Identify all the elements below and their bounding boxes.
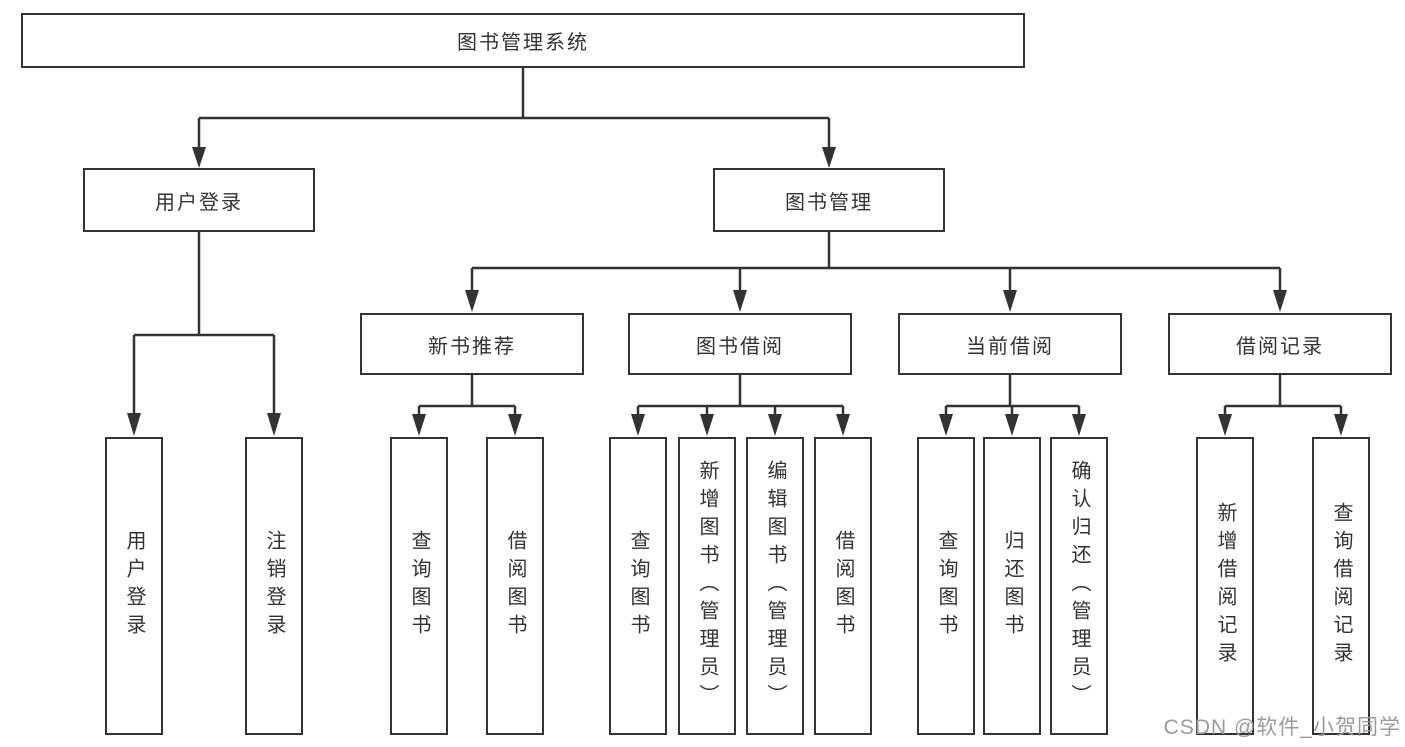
arrowhead-bb-query <box>631 414 645 436</box>
leaf-cb-confirm-return-admin-label: 确认归还（管理员） <box>1068 460 1090 712</box>
leaf-bb-borrow-books: 借阅图书 <box>814 437 872 735</box>
connector-root-to-level2 <box>197 68 831 147</box>
leaf-cb-confirm-return-admin: 确认归还（管理员） <box>1050 437 1108 735</box>
leaf-br-query-record-label: 查询借阅记录 <box>1330 502 1352 670</box>
connector-mgmt-to-level3 <box>470 232 1282 290</box>
arrowhead-br-query <box>1334 414 1348 436</box>
leaf-bb-add-books-admin-label: 新增图书（管理员） <box>696 460 718 712</box>
leaf-nb-query-books-label: 查询图书 <box>408 530 430 642</box>
leaf-user-login-label: 用户登录 <box>123 530 145 642</box>
connector-newbookrec-to-leaves <box>417 375 517 414</box>
connector-borrowrecords-to-leaves <box>1223 375 1343 414</box>
leaf-logout: 注销登录 <box>245 437 303 735</box>
leaf-br-add-record-label: 新增借阅记录 <box>1214 502 1236 670</box>
arrowhead-book-mgmt <box>822 147 836 168</box>
arrowhead-leaf-logout <box>267 413 281 436</box>
leaf-bb-query-books-label: 查询图书 <box>627 530 649 642</box>
arrowhead-user-login <box>192 147 206 168</box>
leaf-logout-label: 注销登录 <box>263 530 285 642</box>
leaf-cb-return-books: 归还图书 <box>983 437 1041 735</box>
arrowhead-cb-return <box>1005 414 1019 436</box>
node-current-borrowing: 当前借阅 <box>898 313 1122 375</box>
connector-login-to-leaves <box>132 232 276 413</box>
node-user-login-branch: 用户登录 <box>83 168 315 232</box>
arrowhead-bb-borrow <box>836 414 850 436</box>
arrowhead-current-borrow <box>1003 290 1017 312</box>
leaf-bb-borrow-books-label: 借阅图书 <box>832 530 854 642</box>
arrowhead-new-book-rec <box>465 290 479 312</box>
node-borrowing-records: 借阅记录 <box>1168 313 1392 375</box>
leaf-nb-borrow-books: 借阅图书 <box>486 437 544 735</box>
leaf-cb-query-books-label: 查询图书 <box>935 530 957 642</box>
arrowhead-nb-borrow <box>508 414 522 436</box>
arrowhead-br-add <box>1218 414 1232 436</box>
leaf-br-query-record: 查询借阅记录 <box>1312 437 1370 735</box>
leaf-nb-borrow-books-label: 借阅图书 <box>504 530 526 642</box>
leaf-cb-return-books-label: 归还图书 <box>1001 530 1023 642</box>
leaf-bb-query-books: 查询图书 <box>609 437 667 735</box>
arrowhead-nb-query <box>412 414 426 436</box>
arrowhead-bb-edit <box>768 414 782 436</box>
leaf-nb-query-books: 查询图书 <box>390 437 448 735</box>
connector-bookborrow-to-leaves <box>636 375 845 414</box>
node-library-management-system: 图书管理系统 <box>21 13 1025 68</box>
arrowhead-bb-add <box>700 414 714 436</box>
leaf-bb-add-books-admin: 新增图书（管理员） <box>678 437 736 735</box>
leaf-bb-edit-books-admin-label: 编辑图书（管理员） <box>764 460 786 712</box>
leaf-br-add-record: 新增借阅记录 <box>1196 437 1254 735</box>
node-book-management-branch: 图书管理 <box>713 168 945 232</box>
node-new-book-recommendation: 新书推荐 <box>360 313 584 375</box>
arrowhead-borrow-records <box>1273 290 1287 312</box>
arrowhead-cb-confirm <box>1072 414 1086 436</box>
connector-currentborrow-to-leaves <box>944 375 1081 414</box>
leaf-bb-edit-books-admin: 编辑图书（管理员） <box>746 437 804 735</box>
arrowhead-cb-query <box>939 414 953 436</box>
node-book-borrowing: 图书借阅 <box>628 313 852 375</box>
csdn-watermark: CSDN @软件_小贺同学 <box>1163 716 1401 739</box>
leaf-cb-query-books: 查询图书 <box>917 437 975 735</box>
arrowhead-leaf-login <box>127 413 141 436</box>
leaf-user-login: 用户登录 <box>105 437 163 735</box>
arrowhead-book-borrow <box>733 290 747 312</box>
